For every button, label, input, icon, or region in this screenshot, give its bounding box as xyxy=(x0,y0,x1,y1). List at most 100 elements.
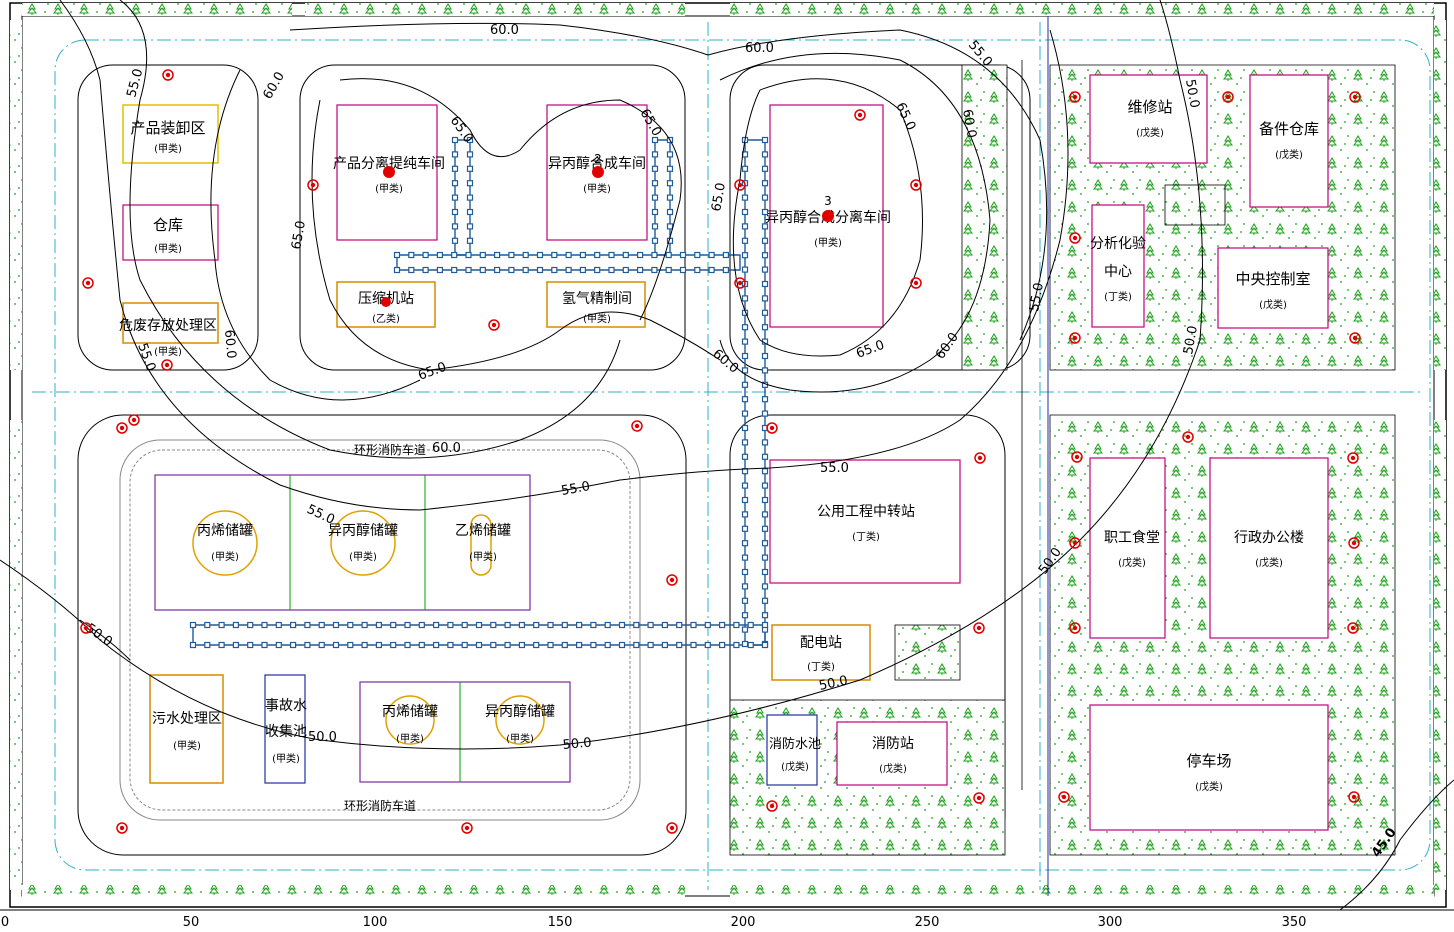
pipe-node xyxy=(508,266,515,274)
svg-text:65.0: 65.0 xyxy=(892,100,918,133)
pipe-node xyxy=(447,641,454,649)
svg-text:60.0: 60.0 xyxy=(432,441,461,456)
pipe-node xyxy=(466,180,474,187)
pipe-node xyxy=(666,208,674,216)
svg-text:(甲类): (甲类) xyxy=(154,242,182,255)
building-fire-station: 消防站 (戊类) xyxy=(836,721,948,786)
building-ipa-synthesis: 异丙醇合成车间 (甲类) xyxy=(546,104,648,241)
pipe-node xyxy=(761,482,769,489)
svg-text:(丁类): (丁类) xyxy=(852,530,880,543)
svg-text:职工食堂: 职工食堂 xyxy=(1104,529,1160,546)
svg-text:50.0: 50.0 xyxy=(83,621,115,650)
hydrant-dot xyxy=(1061,794,1067,800)
pipe-node xyxy=(451,151,459,158)
pipe-node xyxy=(741,525,749,532)
svg-text:环形消防车道: 环形消防车道 xyxy=(354,442,426,457)
pipe-node xyxy=(761,151,769,158)
building-fire-pool: 消防水池 (戊类) xyxy=(766,714,821,786)
svg-text:(甲类): (甲类) xyxy=(154,345,182,358)
svg-text:(甲类): (甲类) xyxy=(814,236,842,249)
tank-group-north xyxy=(154,474,531,611)
svg-text:55.0: 55.0 xyxy=(124,67,146,99)
pipe-node xyxy=(522,266,529,274)
pipe-node xyxy=(761,266,769,273)
svg-text:异丙醇合成车间: 异丙醇合成车间 xyxy=(548,155,646,172)
pipe-node xyxy=(561,641,568,649)
pipe-node xyxy=(547,641,554,649)
pipe-node xyxy=(504,641,511,649)
svg-text:100: 100 xyxy=(363,915,388,930)
pipe-node xyxy=(679,266,687,274)
pipe-node xyxy=(275,621,282,629)
hydrant-dot xyxy=(165,72,171,78)
hydrant-dot xyxy=(769,425,775,431)
pipe-node xyxy=(761,396,769,403)
hydrant-icon xyxy=(766,422,778,434)
svg-text:65.0: 65.0 xyxy=(854,338,886,362)
svg-text:(甲类): (甲类) xyxy=(375,182,403,195)
pipe-node xyxy=(676,641,683,649)
pipe-node xyxy=(666,180,674,187)
hydrant-dot xyxy=(1072,335,1078,341)
svg-text:氢气精制间: 氢气精制间 xyxy=(562,291,632,307)
pipe-node xyxy=(466,223,474,230)
pipe-node xyxy=(694,251,701,259)
pipe-node xyxy=(741,194,749,201)
pipe-node xyxy=(490,641,497,649)
svg-text:(甲类): (甲类) xyxy=(469,550,497,563)
svg-text:50.0: 50.0 xyxy=(562,736,592,753)
hydrant-icon xyxy=(1348,537,1360,549)
pipe-node xyxy=(733,641,740,649)
svg-text:(甲类): (甲类) xyxy=(349,550,377,563)
pipe-node xyxy=(651,151,659,158)
svg-text:产品分离提纯车间: 产品分离提纯车间 xyxy=(333,155,445,172)
building-product-packaging: 产品装卸区 (甲类) xyxy=(122,104,219,164)
pipe-node xyxy=(651,208,659,216)
noise-source-markers: 2 3 xyxy=(381,152,834,307)
svg-text:60.0: 60.0 xyxy=(490,23,519,38)
svg-text:55.0: 55.0 xyxy=(560,479,591,499)
label-tank-propylene-1: 丙烯储罐 (甲类) xyxy=(197,523,253,563)
pipe-node xyxy=(189,641,197,649)
pipe-node xyxy=(741,381,749,388)
pipe-node xyxy=(508,251,515,259)
tank-propylene-2 xyxy=(385,695,435,745)
svg-text:(乙类): (乙类) xyxy=(372,312,400,325)
pipe-node xyxy=(466,136,474,144)
hydrant-dot xyxy=(1352,94,1358,100)
pipe-node xyxy=(690,621,697,629)
pipe-node xyxy=(651,136,659,144)
pipe-node xyxy=(436,266,443,274)
pipe-node xyxy=(522,251,529,259)
pipe-node xyxy=(465,251,472,259)
hydrant-icon xyxy=(162,69,174,81)
pipe-node xyxy=(218,641,225,649)
hydrant-dot xyxy=(976,795,982,801)
pipe-node xyxy=(451,180,459,187)
pipe-node xyxy=(594,251,601,259)
pipe-node xyxy=(618,641,626,649)
hydrant-icon xyxy=(161,359,173,371)
hydrant-dot xyxy=(669,577,675,583)
pipe-node xyxy=(661,621,669,629)
pipe-node xyxy=(393,251,401,259)
pipe-node xyxy=(741,511,749,518)
fire-hydrant-markers xyxy=(80,69,1361,834)
pipe-node xyxy=(651,251,658,259)
hydrant-icon xyxy=(1349,91,1361,103)
svg-text:300: 300 xyxy=(1098,915,1123,930)
pipe-node xyxy=(536,266,544,274)
pipe-node xyxy=(636,266,644,274)
pipe-node xyxy=(761,208,769,216)
pipe-node xyxy=(290,641,297,649)
pipe-node xyxy=(332,621,340,629)
svg-text:65.0: 65.0 xyxy=(709,182,729,213)
pipe-node xyxy=(494,251,501,259)
svg-text:(戊类): (戊类) xyxy=(1195,780,1223,793)
building-office: 行政办公楼 (戊类) xyxy=(1209,457,1329,639)
pipe-node xyxy=(647,621,654,629)
pipe-node xyxy=(761,621,769,629)
svg-text:备件仓库: 备件仓库 xyxy=(1259,120,1319,138)
hydrant-icon xyxy=(1347,622,1359,634)
svg-text:(甲类): (甲类) xyxy=(396,732,424,745)
